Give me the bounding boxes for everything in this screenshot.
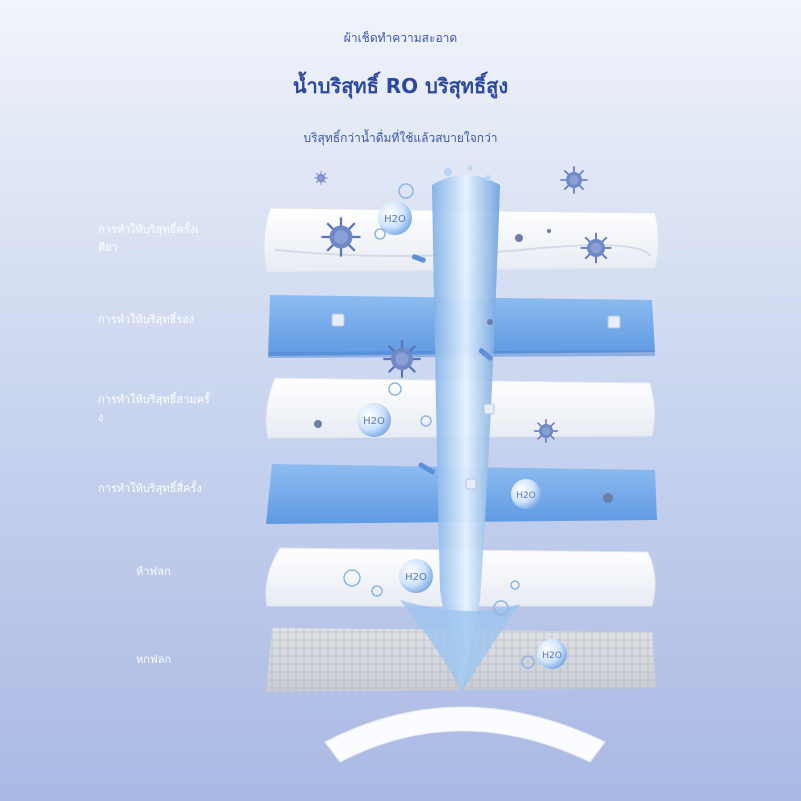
layer-label-6: หกฟลก (136, 653, 172, 666)
virus-icon (559, 165, 589, 195)
h2o-bubble: H2O (399, 559, 433, 593)
crystals (331, 313, 621, 490)
virus-icon (320, 216, 362, 258)
h2o-bubble: H2O (357, 403, 391, 437)
layer-label-3: การทำให้บริสุทธิ์สามครั้ ง (98, 393, 210, 424)
h2o-bubble: H2O (378, 201, 412, 235)
layer-label-1: การทำให้บริสุทธิ์ครั้งเ ดียว (98, 223, 199, 254)
layer-label-4: การทำให้บริสุทธิ์สี่ครั้ง (98, 482, 202, 495)
virus-icon (579, 231, 613, 265)
small-bubbles (343, 183, 535, 669)
layer-label-2: การทำให้บริสุทธิ์รอง (98, 313, 195, 326)
h2o-bubble: H2O (511, 479, 541, 509)
virus-icon (533, 418, 559, 444)
svg-text:H2O: H2O (405, 572, 427, 583)
filaments (411, 254, 493, 475)
curved-pad (324, 706, 606, 763)
main-title: น้ำบริสุทธิ์ RO บริสุทธิ์สูง (292, 74, 509, 98)
particles (314, 229, 613, 503)
virus-icon (313, 170, 329, 186)
h2o-bubble: H2O (537, 639, 567, 669)
virus-icon (382, 339, 422, 379)
water-stream (400, 165, 520, 692)
svg-text:H2O: H2O (542, 651, 562, 661)
svg-text:H2O: H2O (384, 214, 406, 225)
svg-text:H2O: H2O (516, 491, 536, 501)
layer-label-5: ห้าฟลก (136, 565, 171, 578)
tagline: บริสุทธิ์กว่าน้ำดื่มที่ใช้แล้วสบายใจกว่า (303, 131, 498, 145)
subtitle: ผ้าเช็ดทำความสะอาด (343, 31, 458, 45)
svg-text:H2O: H2O (363, 416, 385, 427)
